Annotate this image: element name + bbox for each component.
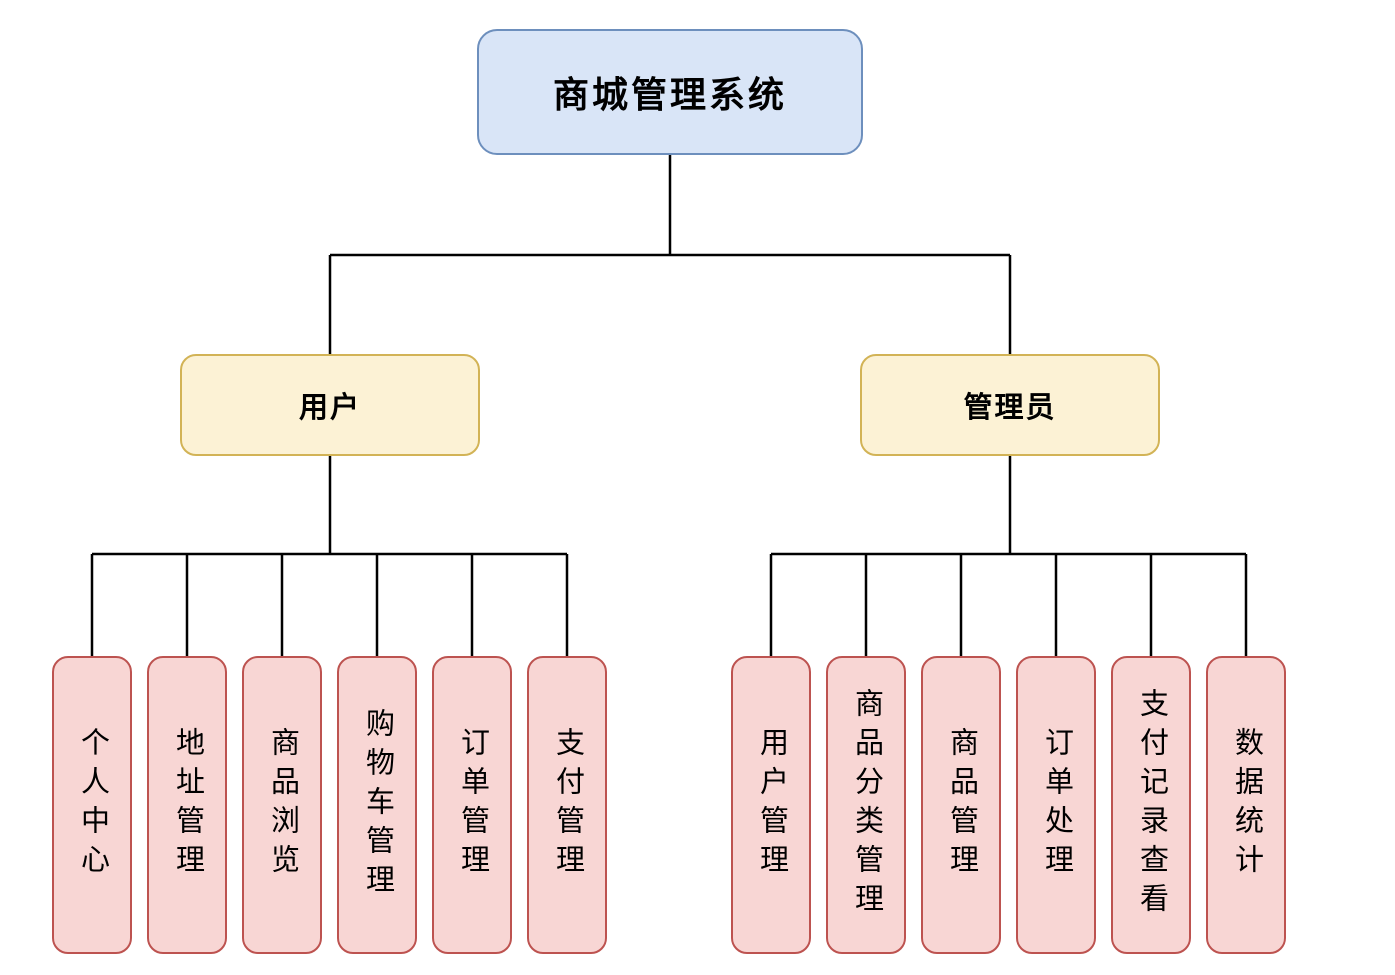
node-label: 商品分类管理: [850, 688, 883, 922]
node-label: 商品浏览: [266, 727, 299, 883]
node-label: 数据统计: [1230, 727, 1263, 883]
node-label: 个人中心: [76, 727, 109, 883]
node-order-management: 订单管理: [432, 656, 512, 954]
node-user-management: 用户管理: [731, 656, 811, 954]
node-label: 订单管理: [456, 727, 489, 883]
node-mall-management-system: 商城管理系统: [477, 29, 863, 155]
node-label: 支付管理: [551, 727, 584, 883]
connector-user-to-leaves: [90, 456, 569, 657]
node-label: 用户: [298, 392, 361, 424]
node-data-statistics: 数据统计: [1206, 656, 1286, 954]
node-label: 管理员: [963, 392, 1057, 424]
connector-admin-to-leaves: [769, 456, 1248, 657]
node-admin: 管理员: [860, 354, 1160, 456]
node-user: 用户: [180, 354, 480, 456]
node-address-management: 地址管理: [147, 656, 227, 954]
node-label: 商城管理系统: [552, 74, 787, 115]
node-label: 支付记录查看: [1135, 688, 1168, 922]
node-label: 商品管理: [945, 727, 978, 883]
node-payment-management: 支付管理: [527, 656, 607, 954]
node-product-management: 商品管理: [921, 656, 1001, 954]
node-cart-management: 购物车管理: [337, 656, 417, 954]
node-order-processing: 订单处理: [1016, 656, 1096, 954]
node-label: 地址管理: [171, 727, 204, 883]
node-label: 订单处理: [1040, 727, 1073, 883]
node-personal-center: 个人中心: [52, 656, 132, 954]
node-product-category-management: 商品分类管理: [826, 656, 906, 954]
connector-root-to-branches: [328, 155, 1012, 354]
node-product-browsing: 商品浏览: [242, 656, 322, 954]
node-payment-record-view: 支付记录查看: [1111, 656, 1191, 954]
node-label: 用户管理: [755, 727, 788, 883]
node-label: 购物车管理: [361, 707, 394, 903]
